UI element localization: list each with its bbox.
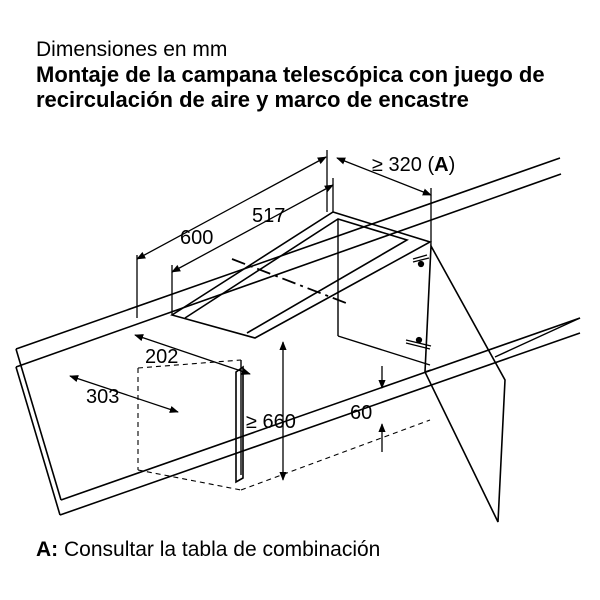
dimension-303-label: 303 <box>86 386 119 408</box>
dimension-660-label: ≥ 660 <box>246 411 296 433</box>
dimension-line-303 <box>69 375 179 413</box>
worktop <box>15 157 581 516</box>
dimension-320-label: ≥ 320 (A) <box>372 154 455 176</box>
cabinet-side-panel <box>235 365 244 484</box>
dimension-60-label: 60 <box>350 402 372 424</box>
cabinet-door <box>424 243 506 523</box>
dimension-600-label: 600 <box>180 227 213 249</box>
door-hinges <box>405 254 432 350</box>
back-wall <box>494 317 581 358</box>
footnote-key: A: <box>36 538 59 561</box>
page-title: Montaje de la campana telescópica con ju… <box>36 62 545 112</box>
dimension-line-320 <box>336 157 432 246</box>
footnote: A: Consultar la tabla de combinación <box>36 537 380 563</box>
dimension-line-517 <box>171 178 334 315</box>
base-cabinet-outline <box>137 359 431 491</box>
dimension-517-label: 517 <box>252 205 285 227</box>
footnote-text: Consultar la tabla de combinación <box>58 538 381 561</box>
dimension-202-label: 202 <box>145 346 178 368</box>
dimension-line-202 <box>134 334 251 375</box>
hood-body <box>240 219 431 475</box>
dimensions-unit-note: Dimensiones en mm <box>36 38 228 61</box>
